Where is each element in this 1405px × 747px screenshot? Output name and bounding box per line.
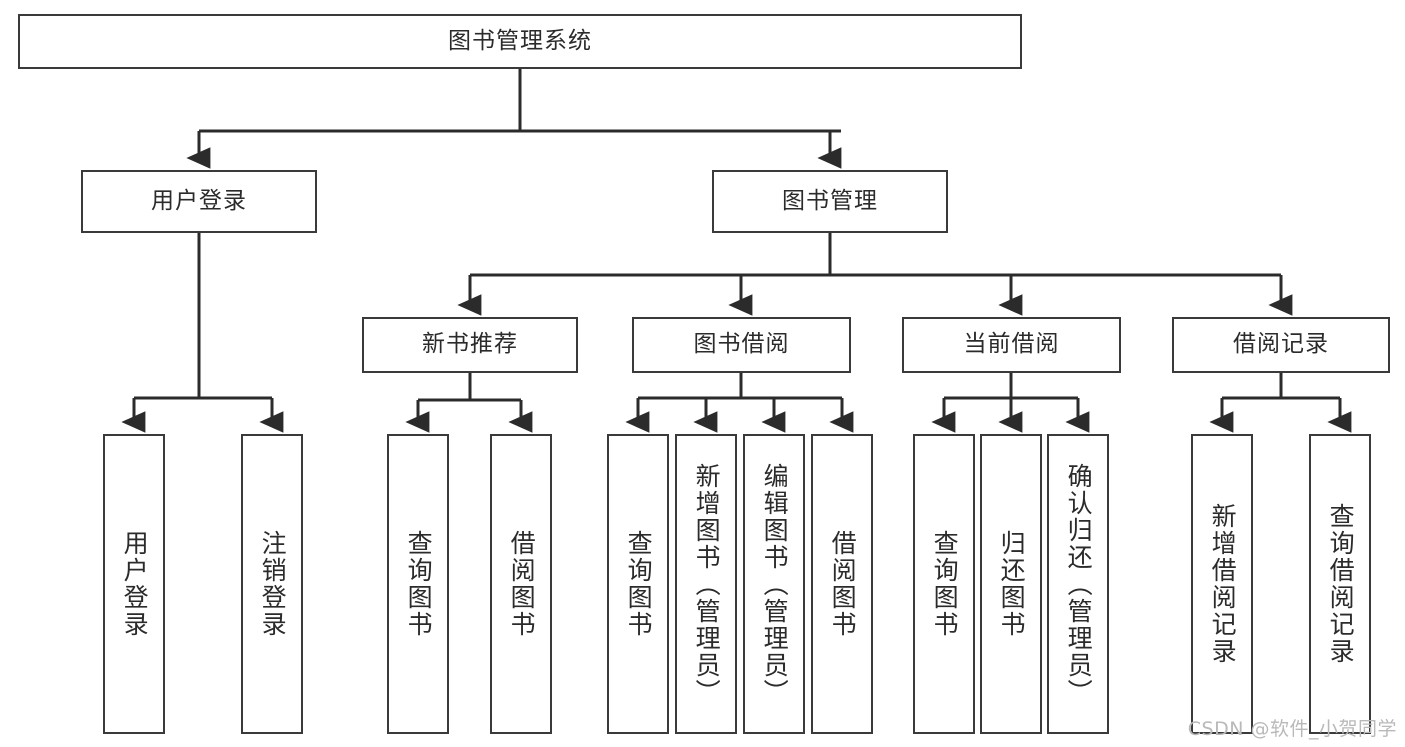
node-label: 图书借阅 [693,331,790,358]
leaf-borrow-query-book[interactable]: 查询图书 [607,434,669,734]
node-book-borrow[interactable]: 图书借阅 [632,317,851,373]
leaf-user-login-signout[interactable]: 注销登录 [241,434,303,734]
leaf-borrow-add-book-admin[interactable]: 新增图书（管理员） [675,434,737,734]
node-borrow-records[interactable]: 借阅记录 [1172,317,1390,373]
leaf-records-query-record[interactable]: 查询借阅记录 [1309,434,1371,734]
node-label: 当前借阅 [963,331,1060,358]
node-label: 编辑图书（管理员） [760,462,790,706]
leaf-new-book-query[interactable]: 查询图书 [387,434,449,734]
leaf-new-book-borrow[interactable]: 借阅图书 [490,434,552,734]
node-label: 用户登录 [120,530,150,638]
node-label: 新增图书（管理员） [692,462,722,706]
leaf-user-login-signin[interactable]: 用户登录 [103,434,165,734]
leaf-borrow-edit-book-admin[interactable]: 编辑图书（管理员） [743,434,805,734]
node-label: 确认归还（管理员） [1064,462,1094,706]
node-label: 图书管理系统 [448,27,592,54]
node-label: 查询图书 [624,530,654,638]
node-label: 归还图书 [997,530,1027,638]
leaf-current-query-book[interactable]: 查询图书 [913,434,975,734]
node-label: 借阅记录 [1233,331,1329,358]
node-label: 查询借阅记录 [1326,503,1356,665]
node-label: 新增借阅记录 [1208,503,1238,665]
node-book-management[interactable]: 图书管理 [712,170,948,233]
node-label: 借阅图书 [507,530,537,638]
node-current-borrow[interactable]: 当前借阅 [902,317,1121,373]
leaf-current-return-book[interactable]: 归还图书 [980,434,1042,734]
leaf-current-confirm-return-admin[interactable]: 确认归还（管理员） [1047,434,1109,734]
node-root-system[interactable]: 图书管理系统 [18,14,1022,69]
node-label: 注销登录 [258,530,288,638]
node-label: 新书推荐 [422,331,518,358]
node-label: 查询图书 [404,530,434,638]
node-new-book-recommend[interactable]: 新书推荐 [362,317,578,373]
node-label: 查询图书 [930,530,960,638]
node-label: 图书管理 [782,187,878,214]
leaf-borrow-borrow-book[interactable]: 借阅图书 [811,434,873,734]
node-user-login[interactable]: 用户登录 [81,170,317,233]
leaf-records-add-record[interactable]: 新增借阅记录 [1191,434,1253,734]
node-label: 用户登录 [151,187,247,214]
node-label: 借阅图书 [828,530,858,638]
